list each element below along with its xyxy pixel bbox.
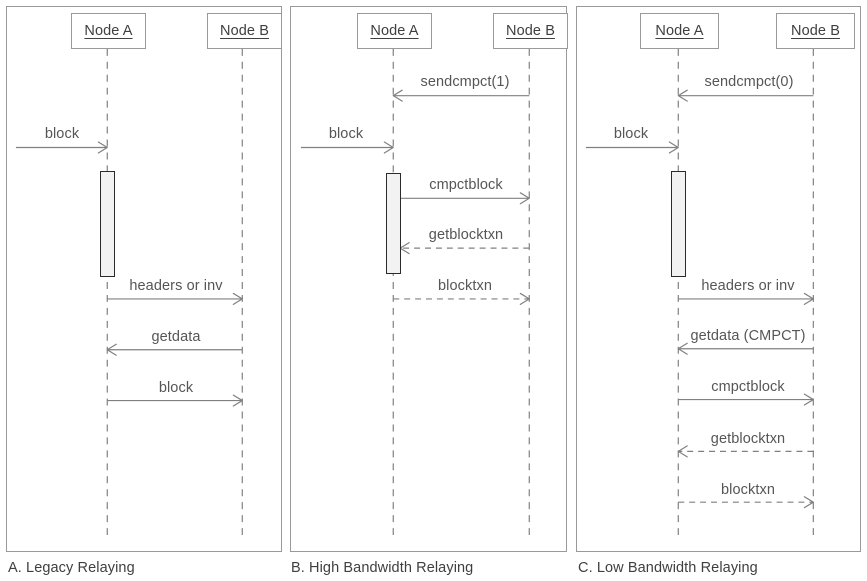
message-label-block: block	[158, 380, 194, 396]
participant-box-node-a[interactable]: Node A	[357, 13, 432, 49]
participant-label: Node A	[84, 23, 133, 39]
arrow-head-icon	[519, 292, 530, 306]
activation-bar-node-a	[386, 173, 401, 274]
diagram-panel-b: sendcmpct(1) block cmpctblock getblocktxn bl…	[290, 6, 568, 552]
arrow-head-icon	[803, 496, 814, 509]
message-arrow-getdata-cmpct	[677, 342, 814, 355]
message-arrow-getdata	[106, 343, 243, 356]
message-label-headers-or-inv: headers or inv	[129, 278, 223, 294]
message-arrow-block	[585, 141, 679, 154]
message-label-getdata-cmpct: getdata (CMPCT)	[690, 328, 806, 344]
participant-box-node-a[interactable]: Node A	[640, 13, 719, 49]
arrow-head-icon	[519, 192, 530, 205]
message-label-headers-or-inv: headers or inv	[701, 278, 795, 294]
message-arrow-cmpctblock	[400, 192, 530, 205]
message-label-block: block	[328, 126, 364, 142]
panel-vector-layer	[300, 48, 530, 541]
message-label-blocktxn: blocktxn	[438, 278, 492, 294]
panel-caption-c: C. Low Bandwidth Relaying	[578, 560, 758, 576]
panel-caption-a: A. Legacy Relaying	[8, 560, 135, 576]
message-label-block: block	[613, 126, 649, 142]
arrow-head-icon	[383, 141, 394, 154]
arrow-head-icon	[677, 89, 688, 102]
arrow-head-icon	[106, 343, 117, 356]
message-label-cmpctblock: cmpctblock	[429, 177, 503, 193]
diagram-panel-a: block headers or inv getdata block Node A Nod…	[6, 6, 282, 552]
arrow-head-icon	[803, 292, 814, 306]
arrow-head-icon	[677, 342, 688, 355]
message-arrow-block	[107, 394, 243, 407]
diagram-panel-c: sendcmpct(0) block headers or inv getdata (…	[576, 6, 861, 552]
arrow-head-icon	[668, 141, 679, 154]
activation-bar-node-a	[671, 171, 686, 277]
arrow-head-icon	[232, 292, 243, 306]
message-label-getdata: getdata	[151, 329, 201, 345]
message-arrow-block	[15, 141, 108, 154]
participant-label: Node B	[506, 23, 555, 39]
participant-box-node-b[interactable]: Node B	[776, 13, 855, 49]
message-arrow-getblocktxn	[677, 445, 814, 458]
message-label-block: block	[44, 126, 80, 142]
message-arrow-blocktxn	[393, 292, 530, 306]
message-arrow-getblocktxn	[399, 242, 530, 255]
message-arrow-sendcmpct-0	[677, 89, 814, 102]
message-label-sendcmpct-0: sendcmpct(0)	[704, 74, 794, 90]
message-arrow-headers-or-inv	[107, 292, 243, 306]
arrow-head-icon	[677, 445, 688, 458]
message-label-getblocktxn: getblocktxn	[428, 227, 504, 243]
participant-box-node-a[interactable]: Node A	[71, 13, 146, 49]
message-arrow-cmpctblock	[678, 393, 814, 406]
arrow-head-icon	[97, 141, 108, 154]
message-label-cmpctblock: cmpctblock	[711, 379, 785, 395]
participant-box-node-b[interactable]: Node B	[493, 13, 568, 49]
panel-caption-b: B. High Bandwidth Relaying	[291, 560, 474, 576]
participant-box-node-b[interactable]: Node B	[207, 13, 282, 49]
arrow-head-icon	[392, 89, 403, 102]
message-arrow-blocktxn	[678, 496, 814, 509]
arrow-head-icon	[232, 394, 243, 407]
participant-label: Node B	[220, 23, 269, 39]
message-arrow-headers-or-inv	[678, 292, 814, 306]
panel-vector-layer	[15, 48, 243, 541]
panel-vector-layer	[585, 48, 814, 541]
message-label-sendcmpct-1: sendcmpct(1)	[420, 74, 510, 90]
activation-bar-node-a	[100, 171, 115, 277]
message-arrow-block	[300, 141, 394, 154]
participant-label: Node A	[655, 23, 704, 39]
participant-label: Node A	[370, 23, 419, 39]
participant-label: Node B	[791, 23, 840, 39]
arrow-head-icon	[803, 393, 814, 406]
message-label-getblocktxn: getblocktxn	[710, 431, 786, 447]
message-arrow-sendcmpct-1	[392, 89, 530, 102]
message-label-blocktxn: blocktxn	[721, 482, 775, 498]
